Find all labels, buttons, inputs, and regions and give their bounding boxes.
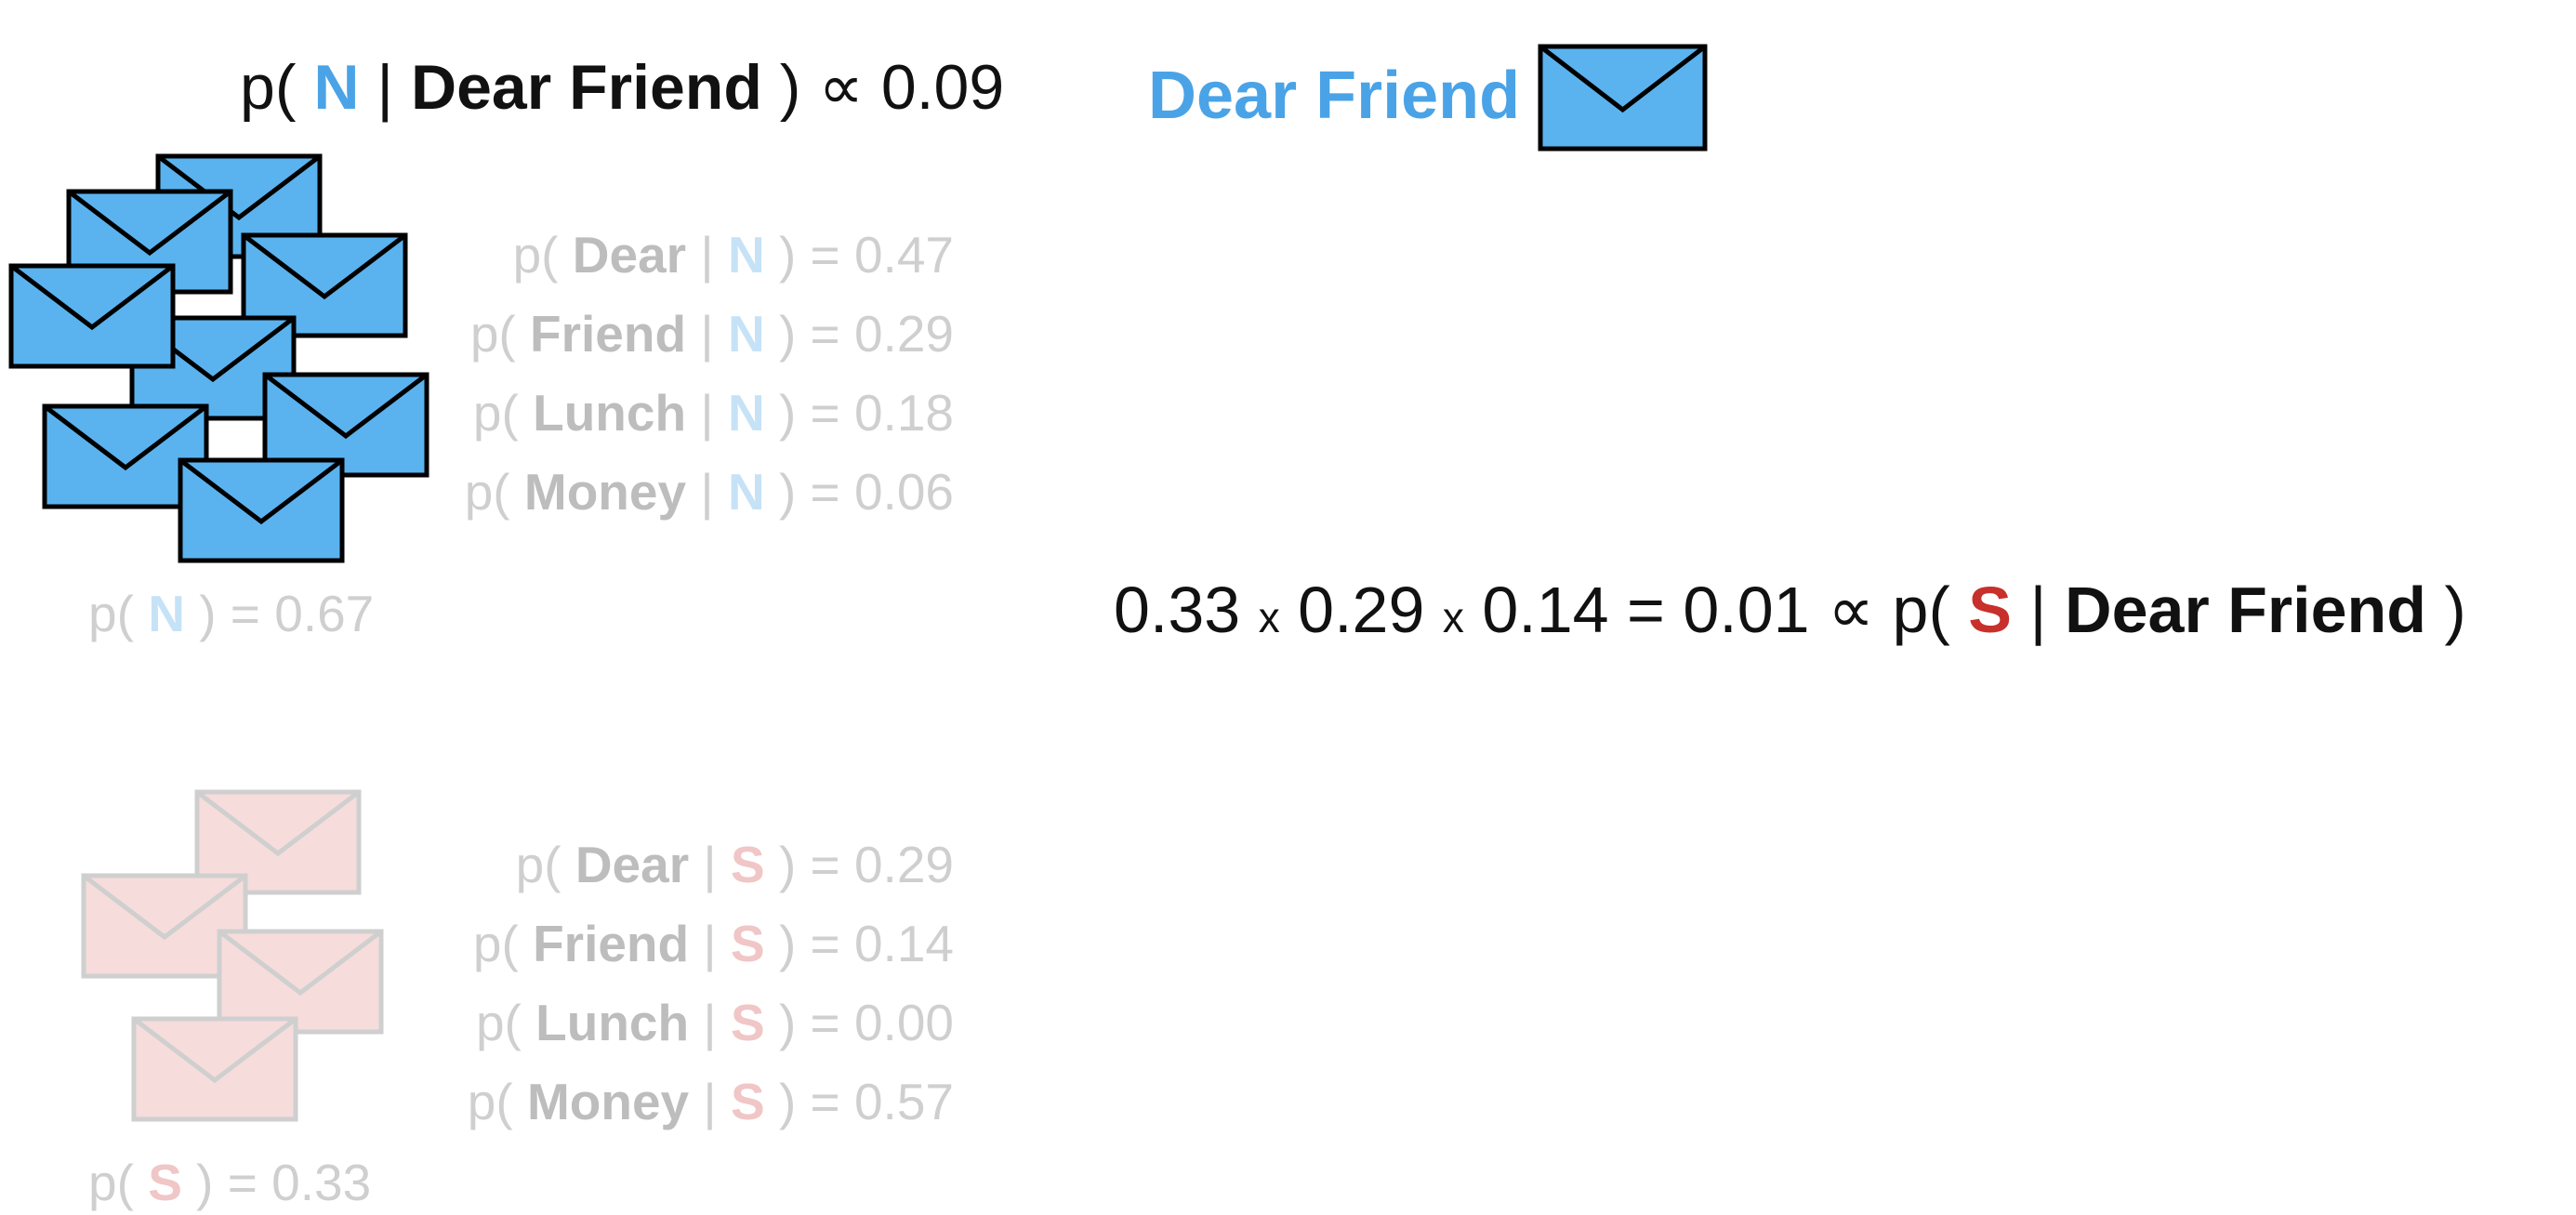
normal-class-label: N bbox=[313, 52, 360, 123]
envelope-icon bbox=[217, 929, 384, 1035]
envelope-icon bbox=[178, 457, 345, 563]
spam-likelihood-friend: p( Friend | S ) = 0.14 bbox=[472, 915, 954, 972]
spam-class-label: S bbox=[1968, 574, 2012, 646]
spam-likelihood-dear: p( Dear | S ) = 0.29 bbox=[515, 836, 954, 893]
normal-likelihood-lunch: p( Lunch | N ) = 0.18 bbox=[472, 384, 954, 442]
normal-likelihood-friend: p( Friend | N ) = 0.29 bbox=[469, 305, 954, 363]
spam-likelihood-lunch: p( Lunch | S ) = 0.00 bbox=[475, 994, 954, 1051]
envelope-icon bbox=[131, 1016, 298, 1122]
envelope-icon bbox=[8, 263, 176, 369]
envelope-icon bbox=[1538, 44, 1708, 152]
spam-prior: p( S ) = 0.33 bbox=[88, 1154, 372, 1211]
spam-likelihood-money: p( Money | S ) = 0.57 bbox=[467, 1073, 954, 1130]
spam-posterior-equation: 0.33 x 0.29 x 0.14 = 0.01 ∝ p( S | Dear … bbox=[1114, 574, 2466, 646]
normal-likelihood-dear: p( Dear | N ) = 0.47 bbox=[512, 226, 954, 284]
normal-posterior-equation: p( N | Dear Friend ) ∝ 0.09 bbox=[240, 52, 1005, 123]
message-text: Dear Friend bbox=[1148, 59, 1521, 133]
normal-likelihood-money: p( Money | N ) = 0.06 bbox=[464, 463, 954, 521]
normal-prior: p( N ) = 0.67 bbox=[88, 585, 375, 642]
